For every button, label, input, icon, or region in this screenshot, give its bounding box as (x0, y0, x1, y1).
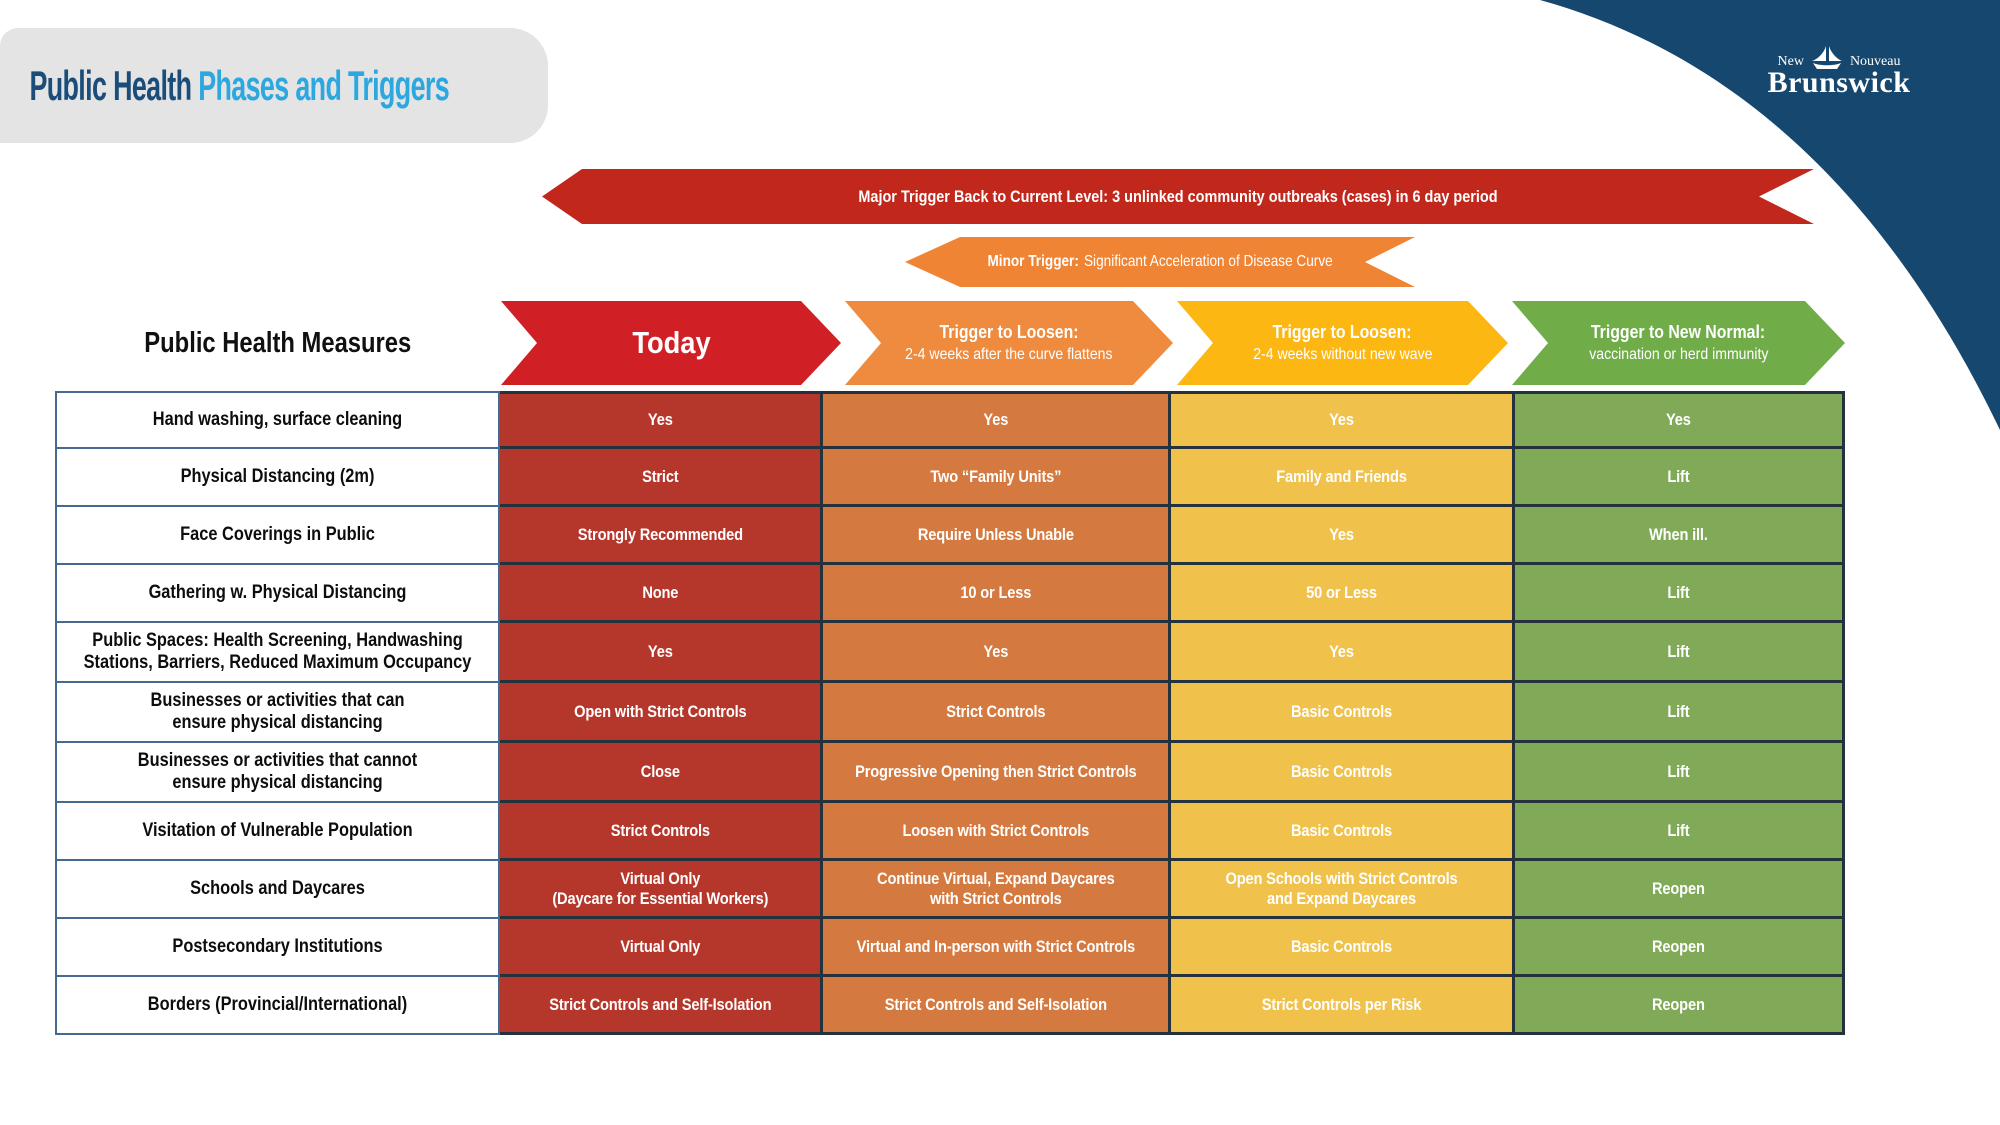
value-cell: Progressive Opening then Strict Controls (820, 743, 1168, 803)
measure-cell: Postsecondary Institutions (55, 919, 500, 977)
measure-cell: Gathering w. Physical Distancing (55, 565, 500, 623)
value-cell: Lift (1512, 743, 1845, 803)
minor-trigger-text: Minor Trigger:Significant Acceleration o… (987, 253, 1332, 271)
title-box: Public Health Phases and Triggers (0, 28, 548, 143)
phase-header-trigger-to-loosen-1: Trigger to Loosen: 2-4 weeks after the c… (845, 301, 1173, 385)
measure-cell: Hand washing, surface cleaning (55, 391, 500, 449)
value-cell: Strongly Recommended (500, 507, 820, 565)
value-cell: Yes (500, 391, 820, 449)
measure-cell: Borders (Provincial/International) (55, 977, 500, 1035)
value-cell: Basic Controls (1168, 803, 1512, 861)
measure-cell: Public Spaces: Health Screening, Handwas… (55, 623, 500, 683)
sailboat-icon (1811, 46, 1842, 69)
page-title: Public Health Phases and Triggers (0, 62, 449, 110)
logo-text-brunswick: Brunswick (1767, 66, 1911, 99)
minor-trigger-rest: Significant Acceleration of Disease Curv… (1083, 253, 1333, 270)
value-cell: Basic Controls (1168, 743, 1512, 803)
logo-text-nouveau: Nouveau (1849, 54, 1901, 69)
value-cell: Continue Virtual, Expand Daycares with S… (820, 861, 1168, 919)
value-cell: Close (500, 743, 820, 803)
value-cell: Loosen with Strict Controls (820, 803, 1168, 861)
value-cell: Yes (820, 623, 1168, 683)
value-cell: Strict Controls (500, 803, 820, 861)
table-row: Borders (Provincial/International)Strict… (55, 977, 1845, 1035)
value-cell: Yes (1168, 391, 1512, 449)
value-cell: Lift (1512, 565, 1845, 623)
table-row: Businesses or activities that cannot ens… (55, 743, 1845, 803)
major-trigger-text: Major Trigger Back to Current Level: 3 u… (858, 186, 1498, 206)
value-cell: Strict Controls and Self-Isolation (820, 977, 1168, 1035)
measure-cell: Businesses or activities that can ensure… (55, 683, 500, 743)
value-cell: Strict (500, 449, 820, 507)
value-cell: Yes (1168, 507, 1512, 565)
value-cell: Virtual Only (Daycare for Essential Work… (500, 861, 820, 919)
new-brunswick-logo: New Nouveau Brunswick (1744, 46, 1934, 100)
phase-title: Trigger to Loosen: (1272, 322, 1413, 342)
value-cell: Yes (1512, 391, 1845, 449)
value-cell: Open Schools with Strict Controls and Ex… (1168, 861, 1512, 919)
value-cell: Lift (1512, 803, 1845, 861)
measure-cell: Face Coverings in Public (55, 507, 500, 565)
logo-text-new: New (1777, 54, 1804, 69)
value-cell: Reopen (1512, 977, 1845, 1035)
value-cell: Two “Family Units” (820, 449, 1168, 507)
phase-subtitle: 2-4 weeks after the curve flattens (905, 346, 1113, 363)
phase-subtitle: 2-4 weeks without new wave (1252, 346, 1433, 363)
measure-cell: Businesses or activities that cannot ens… (55, 743, 500, 803)
value-cell: Require Unless Unable (820, 507, 1168, 565)
value-cell: Reopen (1512, 919, 1845, 977)
phase-title: Trigger to Loosen: (939, 322, 1079, 342)
corner-curve-decoration (1540, 0, 2000, 430)
value-cell: Yes (1168, 623, 1512, 683)
value-cell: Lift (1512, 683, 1845, 743)
value-cell: Lift (1512, 449, 1845, 507)
value-cell: 10 or Less (820, 565, 1168, 623)
value-cell: Basic Controls (1168, 919, 1512, 977)
value-cell: Yes (820, 391, 1168, 449)
minor-trigger-label: Minor Trigger: (987, 253, 1079, 270)
value-cell: Strict Controls and Self-Isolation (500, 977, 820, 1035)
value-cell: Family and Friends (1168, 449, 1512, 507)
page-title-highlight: Phases and Triggers (198, 61, 450, 109)
major-trigger-banner: Major Trigger Back to Current Level: 3 u… (542, 169, 1814, 224)
value-cell: Open with Strict Controls (500, 683, 820, 743)
page-title-prefix: Public Health (29, 61, 192, 109)
value-cell: 50 or Less (1168, 565, 1512, 623)
value-cell: Virtual and In-person with Strict Contro… (820, 919, 1168, 977)
value-cell: Basic Controls (1168, 683, 1512, 743)
value-cell: Virtual Only (500, 919, 820, 977)
phase-header-new-normal: Trigger to New Normal: vaccination or he… (1512, 301, 1845, 385)
phase-title: Trigger to New Normal: (1591, 322, 1766, 342)
phase-title: Today (631, 325, 711, 360)
measures-column-header-label: Public Health Measures (144, 326, 411, 359)
measures-column-header: Public Health Measures (55, 301, 500, 385)
phase-header-trigger-to-loosen-2: Trigger to Loosen: 2-4 weeks without new… (1177, 301, 1508, 385)
value-cell: When ill. (1512, 507, 1845, 565)
value-cell: Reopen (1512, 861, 1845, 919)
phase-subtitle: vaccination or herd immunity (1588, 346, 1769, 363)
value-cell: Strict Controls per Risk (1168, 977, 1512, 1035)
minor-trigger-banner: Minor Trigger:Significant Acceleration o… (905, 237, 1415, 287)
table-row: Public Spaces: Health Screening, Handwas… (55, 623, 1845, 683)
measure-cell: Visitation of Vulnerable Population (55, 803, 500, 861)
value-cell: Yes (500, 623, 820, 683)
measure-cell: Physical Distancing (2m) (55, 449, 500, 507)
value-cell: Lift (1512, 623, 1845, 683)
value-cell: None (500, 565, 820, 623)
value-cell: Strict Controls (820, 683, 1168, 743)
table-row: Businesses or activities that can ensure… (55, 683, 1845, 743)
measure-cell: Schools and Daycares (55, 861, 500, 919)
phase-header-today: Today (501, 301, 841, 385)
